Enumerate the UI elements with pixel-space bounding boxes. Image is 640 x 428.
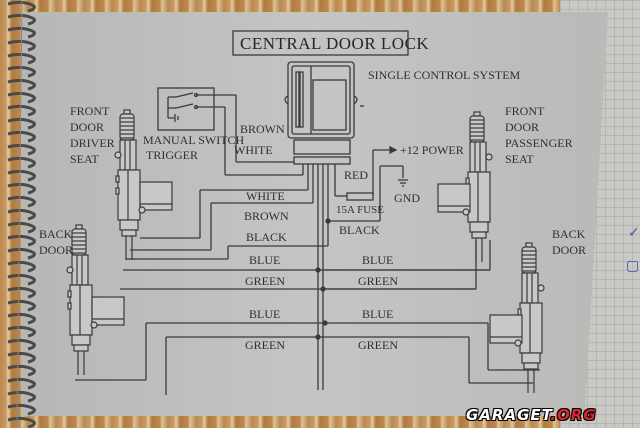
trigger-label: TRIGGER [146, 148, 198, 162]
front-driver-label-3: DRIVER [70, 136, 115, 150]
spiral-coil [7, 351, 36, 364]
spiral-coil [7, 52, 36, 65]
front-driver-label-2: DOOR [70, 120, 104, 134]
control-unit [284, 61, 364, 165]
spiral-coil [7, 143, 36, 156]
front-driver-actuator [114, 109, 173, 260]
spiral-coil [7, 247, 36, 260]
wire-label-green-left-lower: GREEN [245, 338, 285, 352]
pen-mark: ✓ [628, 225, 640, 241]
wire-label-green-left-upper: GREEN [245, 274, 285, 288]
title-box [232, 30, 409, 56]
manual-switch [157, 87, 303, 176]
spiral-coil [7, 312, 36, 325]
spiral-coil [7, 156, 36, 169]
spiral-coil [7, 221, 36, 234]
subtitle: SINGLE CONTROL SYSTEM [368, 68, 521, 82]
spiral-coil [7, 130, 36, 143]
spiral-coil [7, 286, 36, 299]
spiral-coil [7, 104, 36, 117]
spiral-coil [7, 117, 36, 130]
manual-switch-label: MANUAL SWITCH [143, 133, 245, 147]
front-passenger-label-2: DOOR [505, 120, 539, 134]
wire-label-blue-right-upper: BLUE [362, 253, 393, 267]
spiral-coil [7, 13, 36, 26]
fuse-label: 15A FUSE [336, 204, 384, 216]
ground-label: GND [394, 191, 420, 205]
spiral-coil [7, 91, 36, 104]
wire-label-brown: BROWN [244, 209, 289, 223]
watermark: GARAGET.ORG [466, 406, 597, 424]
wire-label-blue-left-lower: BLUE [249, 307, 280, 321]
wire-label-black-left: BLACK [246, 230, 287, 244]
spiral-coil [7, 208, 36, 221]
back-right-label-2: DOOR [552, 243, 586, 257]
front-driver-label-4: SEAT [70, 152, 99, 166]
wire-label-blue-left-upper: BLUE [249, 253, 280, 267]
spiral-coil [7, 377, 36, 390]
wire-label-blue-right-lower: BLUE [362, 307, 393, 321]
front-passenger-label-1: FRONT [505, 104, 545, 118]
wire-label-red: RED [344, 168, 368, 182]
spiral-coil [7, 0, 36, 13]
wire-label-white-top: WHITE [234, 143, 273, 157]
back-left-actuator [66, 224, 125, 375]
wire-label-green-right-upper: GREEN [358, 274, 398, 288]
spiral-coil [7, 195, 36, 208]
wire-label-green-right-lower: GREEN [358, 338, 398, 352]
spiral-coil [7, 364, 36, 377]
spiral-coil [7, 39, 36, 52]
spiral-coil [7, 273, 36, 286]
spiral-coil [7, 260, 36, 273]
back-left-label-2: DOOR [39, 243, 73, 257]
wire-label-black-right: BLACK [339, 223, 380, 237]
spiral-coil [7, 390, 36, 403]
spiral-coil [7, 234, 36, 247]
wire-label-brown-top: BROWN [240, 122, 285, 136]
spiral-coil [7, 182, 36, 195]
pen-mark-box: ▢ [626, 258, 640, 274]
diagram-title: CENTRAL DOOR LOCK [240, 34, 429, 53]
wire-label-white: WHITE [246, 189, 285, 203]
back-right-actuator [489, 242, 545, 393]
spiral-coil [7, 169, 36, 182]
fuse [346, 192, 374, 201]
power-label: +12 POWER [400, 143, 464, 157]
spiral-binding [7, 0, 36, 428]
front-driver-label-1: FRONT [70, 104, 110, 118]
spiral-coil [7, 299, 36, 312]
spiral-coil [7, 26, 36, 39]
front-passenger-label-3: PASSENGER [505, 136, 573, 150]
front-passenger-actuator [437, 111, 493, 262]
back-left-label-1: BACK [39, 227, 73, 241]
spiral-coil [7, 78, 36, 91]
spiral-coil [7, 65, 36, 78]
front-passenger-label-4: SEAT [505, 152, 534, 166]
spiral-coil [7, 338, 36, 351]
back-right-label-1: BACK [552, 227, 586, 241]
spiral-coil [7, 325, 36, 338]
